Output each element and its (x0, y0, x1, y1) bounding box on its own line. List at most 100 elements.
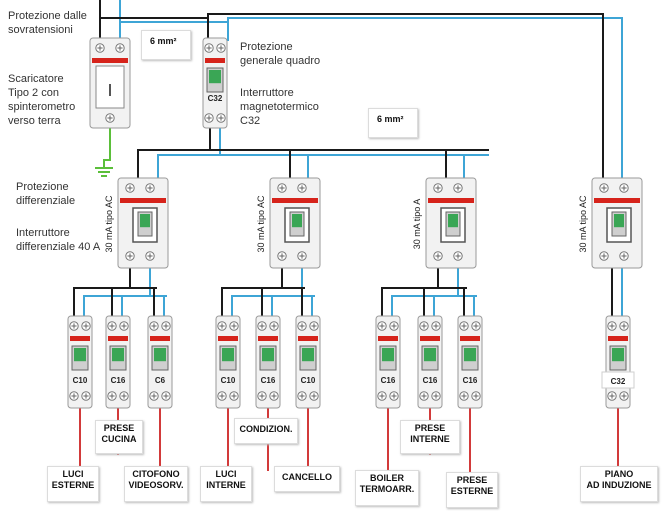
terminal-screw-icon (69, 391, 79, 401)
surge-desc-line-4: verso terra (8, 115, 61, 127)
terminal-screw-icon (453, 183, 463, 193)
main-title-line-2: generale quadro (240, 55, 321, 67)
mcb-rating-label: C6 (155, 376, 166, 385)
circuit-label-text: LUCI (62, 469, 84, 479)
brand-stripe (218, 336, 238, 341)
terminal-screw-icon (217, 321, 227, 331)
brand-stripe (378, 336, 398, 341)
surge-title-line-2: sovratensioni (8, 24, 73, 36)
differential-breaker-description: Interruttore differenziale 40 A (16, 226, 100, 254)
rcd-rating-label: 30 mA tipo AC (578, 195, 588, 253)
terminal-screw-icon (599, 251, 609, 261)
lever-handle (614, 214, 624, 228)
terminal-screw-icon (297, 183, 307, 193)
terminal-screw-icon (619, 321, 629, 331)
lever-handle (612, 348, 624, 362)
brand-stripe (428, 198, 474, 203)
circuit-label-text: CITOFONO (132, 469, 180, 479)
brand-stripe (205, 58, 225, 63)
terminal-screw-icon (119, 391, 129, 401)
surge-desc-line-1: Scaricatore (8, 73, 64, 85)
circuit-label-luci-interne: LUCI INTERNE (200, 466, 252, 502)
main-breaker-description: Interruttore magnetotermico C32 (240, 86, 319, 128)
mcb-rating-label: C10 (221, 376, 236, 385)
lever-handle (292, 214, 302, 228)
terminal-screw-icon (277, 183, 287, 193)
mcb-rating-label: C10 (73, 376, 88, 385)
terminal-screw-icon (389, 321, 399, 331)
circuit-label-text: PRESE (456, 475, 488, 485)
terminal-screw-icon (81, 391, 91, 401)
lever-handle (112, 348, 124, 362)
terminal-screw-icon (619, 251, 629, 261)
mcb-rating-label: C16 (261, 376, 276, 385)
terminal-screw-icon (431, 391, 441, 401)
terminal-screw-icon (257, 321, 267, 331)
terminal-screw-icon (459, 391, 469, 401)
terminal-screw-icon (297, 321, 307, 331)
terminal-screw-icon (431, 321, 441, 331)
toggle-lever-icon (289, 211, 305, 237)
terminal-screw-icon (115, 43, 125, 53)
terminal-screw-icon (204, 113, 214, 123)
terminal-screw-icon (433, 183, 443, 193)
main-title-line-1: Protezione (240, 41, 293, 53)
lever-handle (424, 348, 436, 362)
circuit-label-boiler: BOILER TERMOARR. (355, 470, 419, 506)
terminal-screw-icon (161, 391, 171, 401)
wire-section-note-1: 6 mm² (141, 30, 191, 60)
terminal-screw-icon (607, 391, 617, 401)
terminal-screw-icon (69, 321, 79, 331)
terminal-screw-icon (419, 391, 429, 401)
circuit-label-text: INTERNE (410, 434, 450, 444)
lever-handle (74, 348, 86, 362)
circuit-label-text: CANCELLO (282, 472, 332, 482)
terminal-screw-icon (145, 183, 155, 193)
toggle-lever-icon (259, 345, 277, 371)
circuit-label-text: CONDIZION. (239, 424, 293, 434)
circuit-label-cancello: CANCELLO (274, 466, 340, 492)
lever-handle (209, 70, 221, 84)
lever-handle (448, 214, 458, 228)
terminal-screw-icon (229, 321, 239, 331)
circuit-label-text: AD INDUZIONE (586, 480, 652, 490)
terminal-screw-icon (105, 113, 115, 123)
terminal-screw-icon (309, 321, 319, 331)
terminal-screw-icon (216, 43, 226, 53)
wire-section-note-2: 6 mm² (368, 108, 418, 138)
surge-title-line-1: Protezione dalle (8, 10, 87, 22)
circuit-label-prese-esterne: PRESE ESTERNE (446, 472, 498, 508)
circuit-label-text: ESTERNE (51, 480, 95, 490)
terminal-screw-icon (145, 251, 155, 261)
main-protection-title: Protezione generale quadro (240, 40, 320, 68)
terminal-screw-icon (125, 183, 135, 193)
terminal-screw-icon (297, 391, 307, 401)
terminal-screw-icon (216, 113, 226, 123)
terminal-screw-icon (297, 251, 307, 261)
brand-stripe (70, 336, 90, 341)
diff-title-line-2: differenziale (16, 195, 76, 207)
rcd-rating-label: 30 mA tipo A (412, 199, 422, 250)
toggle-lever-icon (445, 211, 461, 237)
lever-handle (382, 348, 394, 362)
circuit-label-condizion: CONDIZION. (234, 418, 298, 444)
toggle-lever-icon (299, 345, 317, 371)
mcb-rating-label: C16 (463, 376, 478, 385)
brand-stripe (420, 336, 440, 341)
terminal-screw-icon (453, 251, 463, 261)
circuit-label-piano-induzione: PIANO AD INDUZIONE (580, 466, 658, 502)
lever-handle (262, 348, 274, 362)
earth-wire (103, 126, 111, 168)
terminal-screw-icon (204, 43, 214, 53)
circuit-label-prese-cucina: PRESE CUCINA (95, 420, 143, 454)
terminal-screw-icon (309, 391, 319, 401)
lever-handle (140, 214, 150, 228)
toggle-lever-icon (609, 345, 627, 371)
main-breaker-rating: C32 (208, 94, 223, 103)
mcb-rating-label: C32 (611, 377, 626, 386)
rating-tag (601, 371, 635, 389)
ground-symbol-icon (95, 167, 113, 177)
circuit-label-text: BOILER (369, 473, 404, 483)
